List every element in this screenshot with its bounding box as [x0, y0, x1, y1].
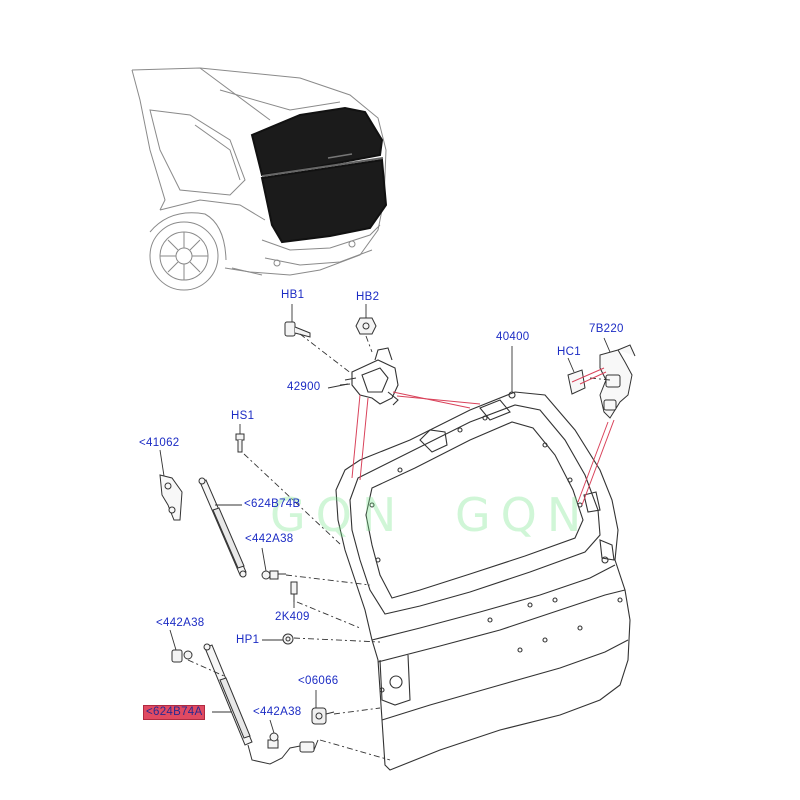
callout-42900[interactable]: 42900: [287, 381, 321, 393]
latch-assembly: [567, 344, 636, 419]
ball-stud-left: [171, 649, 193, 663]
callout-41062[interactable]: <41062: [139, 437, 180, 449]
bumper-hp1: [282, 633, 294, 645]
nut-hb2: [355, 317, 377, 335]
callout-2k409[interactable]: 2K409: [275, 611, 310, 623]
tailgate-panel: [335, 391, 631, 771]
ball-stud-upper: [261, 570, 286, 580]
callout-06066[interactable]: <06066: [298, 675, 339, 687]
actuator-06066: [311, 707, 335, 725]
clip-2k409: [290, 581, 298, 602]
callout-hs1[interactable]: HS1: [231, 410, 255, 422]
callout-hb1[interactable]: HB1: [281, 289, 305, 301]
callout-hc1[interactable]: HC1: [557, 346, 581, 358]
callout-442a38-left[interactable]: <442A38: [156, 617, 205, 629]
bracket-41062: [159, 474, 183, 521]
callout-442a38-lower[interactable]: <442A38: [253, 706, 302, 718]
gas-strut-624b74b: [198, 477, 247, 578]
callout-7b220[interactable]: 7B220: [589, 323, 624, 335]
label-pointers: [159, 304, 611, 734]
vehicle-tailgate-highlight: [250, 106, 388, 244]
watermark-right: GQN: [455, 488, 592, 542]
bolt-hb1: [284, 321, 311, 338]
power-strut-624b74a: [203, 643, 319, 765]
vehicle-rear-view: [131, 67, 387, 291]
watermark-left: GQN: [270, 488, 407, 542]
assembly-lines: [187, 333, 611, 761]
ball-stud-lower: [269, 732, 279, 742]
callout-624b74a-highlighted[interactable]: <624B74A: [143, 705, 206, 720]
hinge-assembly: [339, 347, 399, 406]
callout-hb2[interactable]: HB2: [356, 291, 380, 303]
callout-40400[interactable]: 40400: [496, 331, 530, 343]
callout-hp1[interactable]: HP1: [236, 634, 260, 646]
leader-lines: [351, 367, 615, 506]
screw-hs1: [235, 433, 245, 453]
callout-442a38-upper[interactable]: <442A38: [245, 533, 294, 545]
callout-624b74b[interactable]: <624B74B: [244, 498, 301, 510]
